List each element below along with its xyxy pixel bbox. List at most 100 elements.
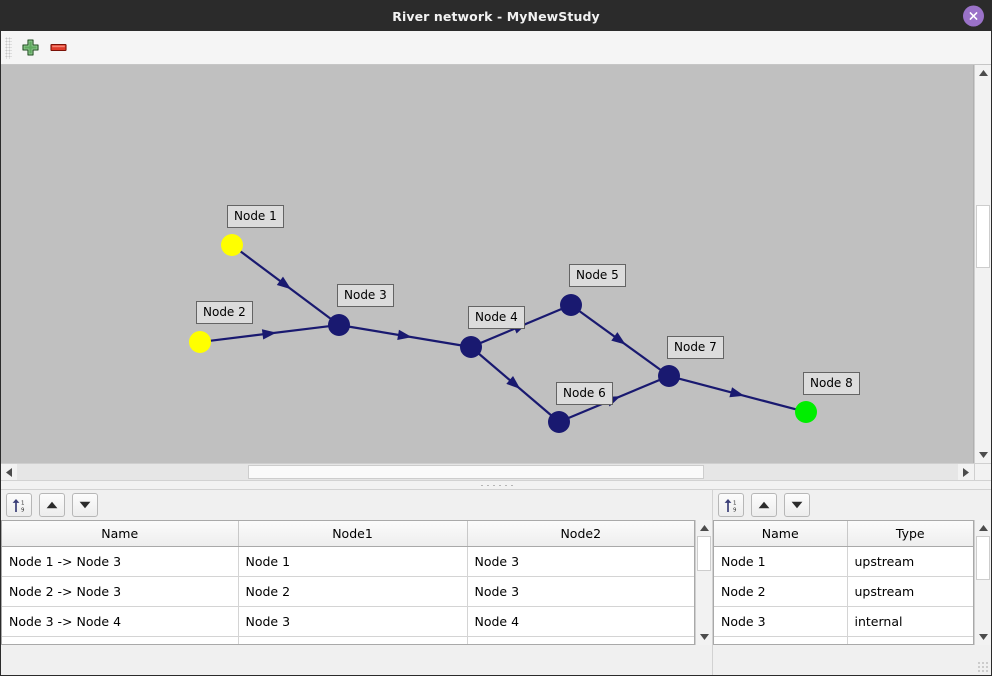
splitter-grip-dots xyxy=(479,483,513,487)
graph-node-label[interactable]: Node 4 xyxy=(468,306,525,329)
graph-node[interactable] xyxy=(548,411,570,433)
reaches-scroll-up-icon[interactable] xyxy=(696,520,712,536)
reaches-scroll-track[interactable] xyxy=(696,536,712,629)
nodes-vertical-scrollbar[interactable] xyxy=(974,520,991,645)
reaches-cell[interactable]: Node 2 xyxy=(238,576,468,607)
remove-minus-icon[interactable] xyxy=(44,34,72,62)
horizontal-scroll-thumb[interactable] xyxy=(247,465,704,479)
window-resize-grip[interactable] xyxy=(977,661,988,672)
reaches-cell[interactable]: Node 4 xyxy=(467,606,694,637)
reaches-cell[interactable]: Node 3 -> Node 4 xyxy=(2,606,239,637)
nodes-move-down-button[interactable] xyxy=(784,493,810,517)
reaches-cell[interactable]: Node 4 xyxy=(238,636,468,644)
scrollbar-corner xyxy=(974,464,991,480)
reaches-pane-footer xyxy=(1,645,712,675)
scroll-right-icon[interactable] xyxy=(958,464,974,480)
graph-node[interactable] xyxy=(460,336,482,358)
nodes-cell[interactable]: internal xyxy=(847,636,973,644)
reaches-cell[interactable]: Node 3 xyxy=(467,576,694,607)
nodes-pane-footer xyxy=(713,645,991,675)
graph-node[interactable] xyxy=(795,401,817,423)
reaches-cell[interactable]: Node 4 -> Node 5 xyxy=(2,636,239,644)
reaches-cell[interactable]: Node 1 xyxy=(238,546,468,577)
graph-node[interactable] xyxy=(658,365,680,387)
horizontal-scroll-track[interactable] xyxy=(17,464,958,480)
graph-node[interactable] xyxy=(328,314,350,336)
nodes-sort-button[interactable]: 1 9 xyxy=(718,493,744,517)
canvas-horizontal-scrollbar[interactable] xyxy=(1,463,991,480)
close-icon[interactable] xyxy=(963,5,984,27)
graph-node-label[interactable]: Node 2 xyxy=(196,301,253,324)
vertical-scroll-thumb[interactable] xyxy=(976,205,990,268)
nodes-move-up-button[interactable] xyxy=(751,493,777,517)
window-titlebar: River network - MyNewStudy xyxy=(1,1,991,31)
reaches-column-header[interactable]: Node2 xyxy=(467,521,694,547)
network-graph-svg xyxy=(189,234,817,433)
nodes-cell[interactable]: Node 1 xyxy=(714,546,848,577)
graph-node[interactable] xyxy=(221,234,243,256)
reaches-scroll-thumb[interactable] xyxy=(697,536,711,572)
nodes-scroll-up-icon[interactable] xyxy=(975,520,991,536)
reaches-column-header[interactable]: Node1 xyxy=(238,521,468,547)
graph-node[interactable] xyxy=(189,331,211,353)
reaches-scroll-down-icon[interactable] xyxy=(696,629,712,645)
nodes-cell[interactable]: internal xyxy=(847,606,973,637)
reaches-cell[interactable]: Node 3 xyxy=(467,546,694,577)
scroll-left-icon[interactable] xyxy=(1,464,17,480)
graph-node-label[interactable]: Node 6 xyxy=(556,382,613,405)
nodes-cell[interactable]: upstream xyxy=(847,546,973,577)
reaches-cell[interactable]: Node 3 xyxy=(238,606,468,637)
graph-edge-arrow-icon xyxy=(397,329,412,340)
nodes-cell[interactable]: Node 4 xyxy=(714,636,848,644)
nodes-cell[interactable]: upstream xyxy=(847,576,973,607)
table-row[interactable]: Node 4internal xyxy=(714,636,973,644)
reaches-column-header[interactable]: Name xyxy=(2,521,239,547)
nodes-scroll-track[interactable] xyxy=(975,536,991,629)
add-plus-icon[interactable] xyxy=(16,34,44,62)
nodes-column-header[interactable]: Name xyxy=(714,521,848,547)
graph-edges xyxy=(209,250,797,420)
reaches-sort-button[interactable]: 1 9 xyxy=(6,493,32,517)
reaches-cell[interactable]: Node 1 -> Node 3 xyxy=(2,546,239,577)
graph-node-label[interactable]: Node 8 xyxy=(803,372,860,395)
toolbar-grip[interactable] xyxy=(5,36,12,59)
graph-node-label[interactable]: Node 5 xyxy=(569,264,626,287)
window-title: River network - MyNewStudy xyxy=(392,8,600,24)
reaches-move-down-button[interactable] xyxy=(72,493,98,517)
reaches-move-up-button[interactable] xyxy=(39,493,65,517)
graph-node[interactable] xyxy=(560,294,582,316)
canvas-vertical-scrollbar[interactable] xyxy=(974,65,991,463)
graph-node-label[interactable]: Node 7 xyxy=(667,336,724,359)
reaches-cell[interactable]: Node 5 xyxy=(467,636,694,644)
nodes-cell[interactable]: Node 3 xyxy=(714,606,848,637)
graph-node-label[interactable]: Node 3 xyxy=(337,284,394,307)
nodes-column-header[interactable]: Type xyxy=(847,521,973,547)
svg-text:1: 1 xyxy=(733,500,736,506)
graph-node-label[interactable]: Node 1 xyxy=(227,205,284,228)
network-canvas[interactable]: Node 1 Node 2 Node 3 Node 4 Node 5 Node 6 Node… xyxy=(1,65,974,463)
scroll-up-icon[interactable] xyxy=(975,65,991,81)
scroll-down-icon[interactable] xyxy=(975,447,991,463)
reaches-cell[interactable]: Node 2 -> Node 3 xyxy=(2,576,239,607)
nodes-scroll-thumb[interactable] xyxy=(976,536,990,580)
nodes-cell[interactable]: Node 2 xyxy=(714,576,848,607)
reaches-vertical-scrollbar[interactable] xyxy=(695,520,712,645)
horizontal-splitter[interactable] xyxy=(1,480,991,490)
nodes-scroll-down-icon[interactable] xyxy=(975,629,991,645)
vertical-scroll-track[interactable] xyxy=(975,81,991,447)
